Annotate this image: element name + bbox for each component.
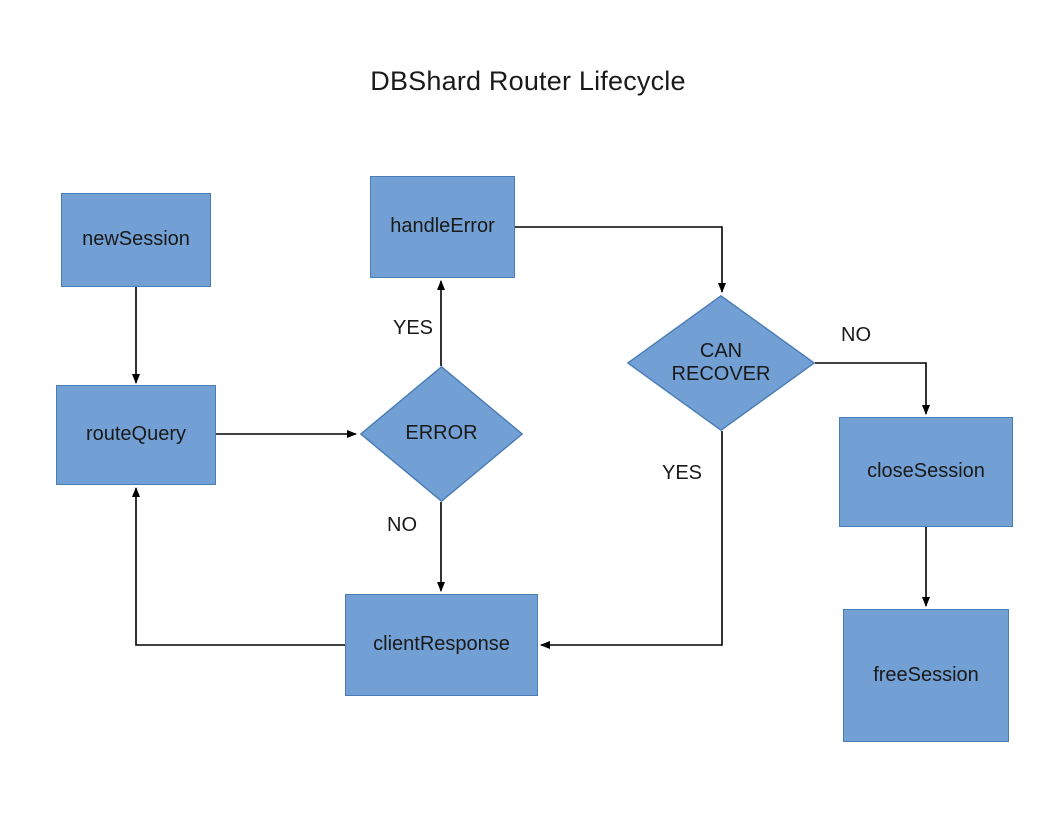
node-label-freeSession: freeSession xyxy=(873,663,979,686)
label-no-error: NO xyxy=(387,514,417,536)
node-label-newSession: newSession xyxy=(82,228,190,251)
label-no-canrecover: NO xyxy=(841,324,871,346)
node-label-routeQuery: routeQuery xyxy=(85,423,187,446)
node-handleError[interactable]: handleError xyxy=(370,176,515,278)
diamond-shape-error xyxy=(360,366,523,502)
diamond-shape-canRecover xyxy=(627,295,815,431)
node-routeQuery[interactable]: routeQuery xyxy=(56,385,216,485)
edge-canRecover-to-clientResponse xyxy=(540,431,723,649)
edge-clientResponse-to-routeQuery xyxy=(132,487,345,646)
node-clientResponse[interactable]: clientResponse xyxy=(345,594,538,696)
node-newSession[interactable]: newSession xyxy=(61,193,211,287)
label-yes-canrecover: YES xyxy=(662,462,703,484)
page-title: DBShard Router Lifecycle xyxy=(370,66,686,96)
node-canRecover[interactable]: CAN RECOVER xyxy=(627,295,815,431)
node-error[interactable]: ERROR xyxy=(360,366,523,502)
node-freeSession[interactable]: freeSession xyxy=(843,609,1009,742)
label-yes-error: YES xyxy=(393,317,434,339)
node-closeSession[interactable]: closeSession xyxy=(839,417,1013,527)
edge-handleError-to-canRecover xyxy=(515,226,726,293)
node-label-clientResponse: clientResponse xyxy=(373,633,510,656)
node-label-handleError: handleError xyxy=(390,215,495,238)
edge-canRecover-to-closeSession xyxy=(815,362,930,415)
node-label-closeSession: closeSession xyxy=(867,460,985,483)
